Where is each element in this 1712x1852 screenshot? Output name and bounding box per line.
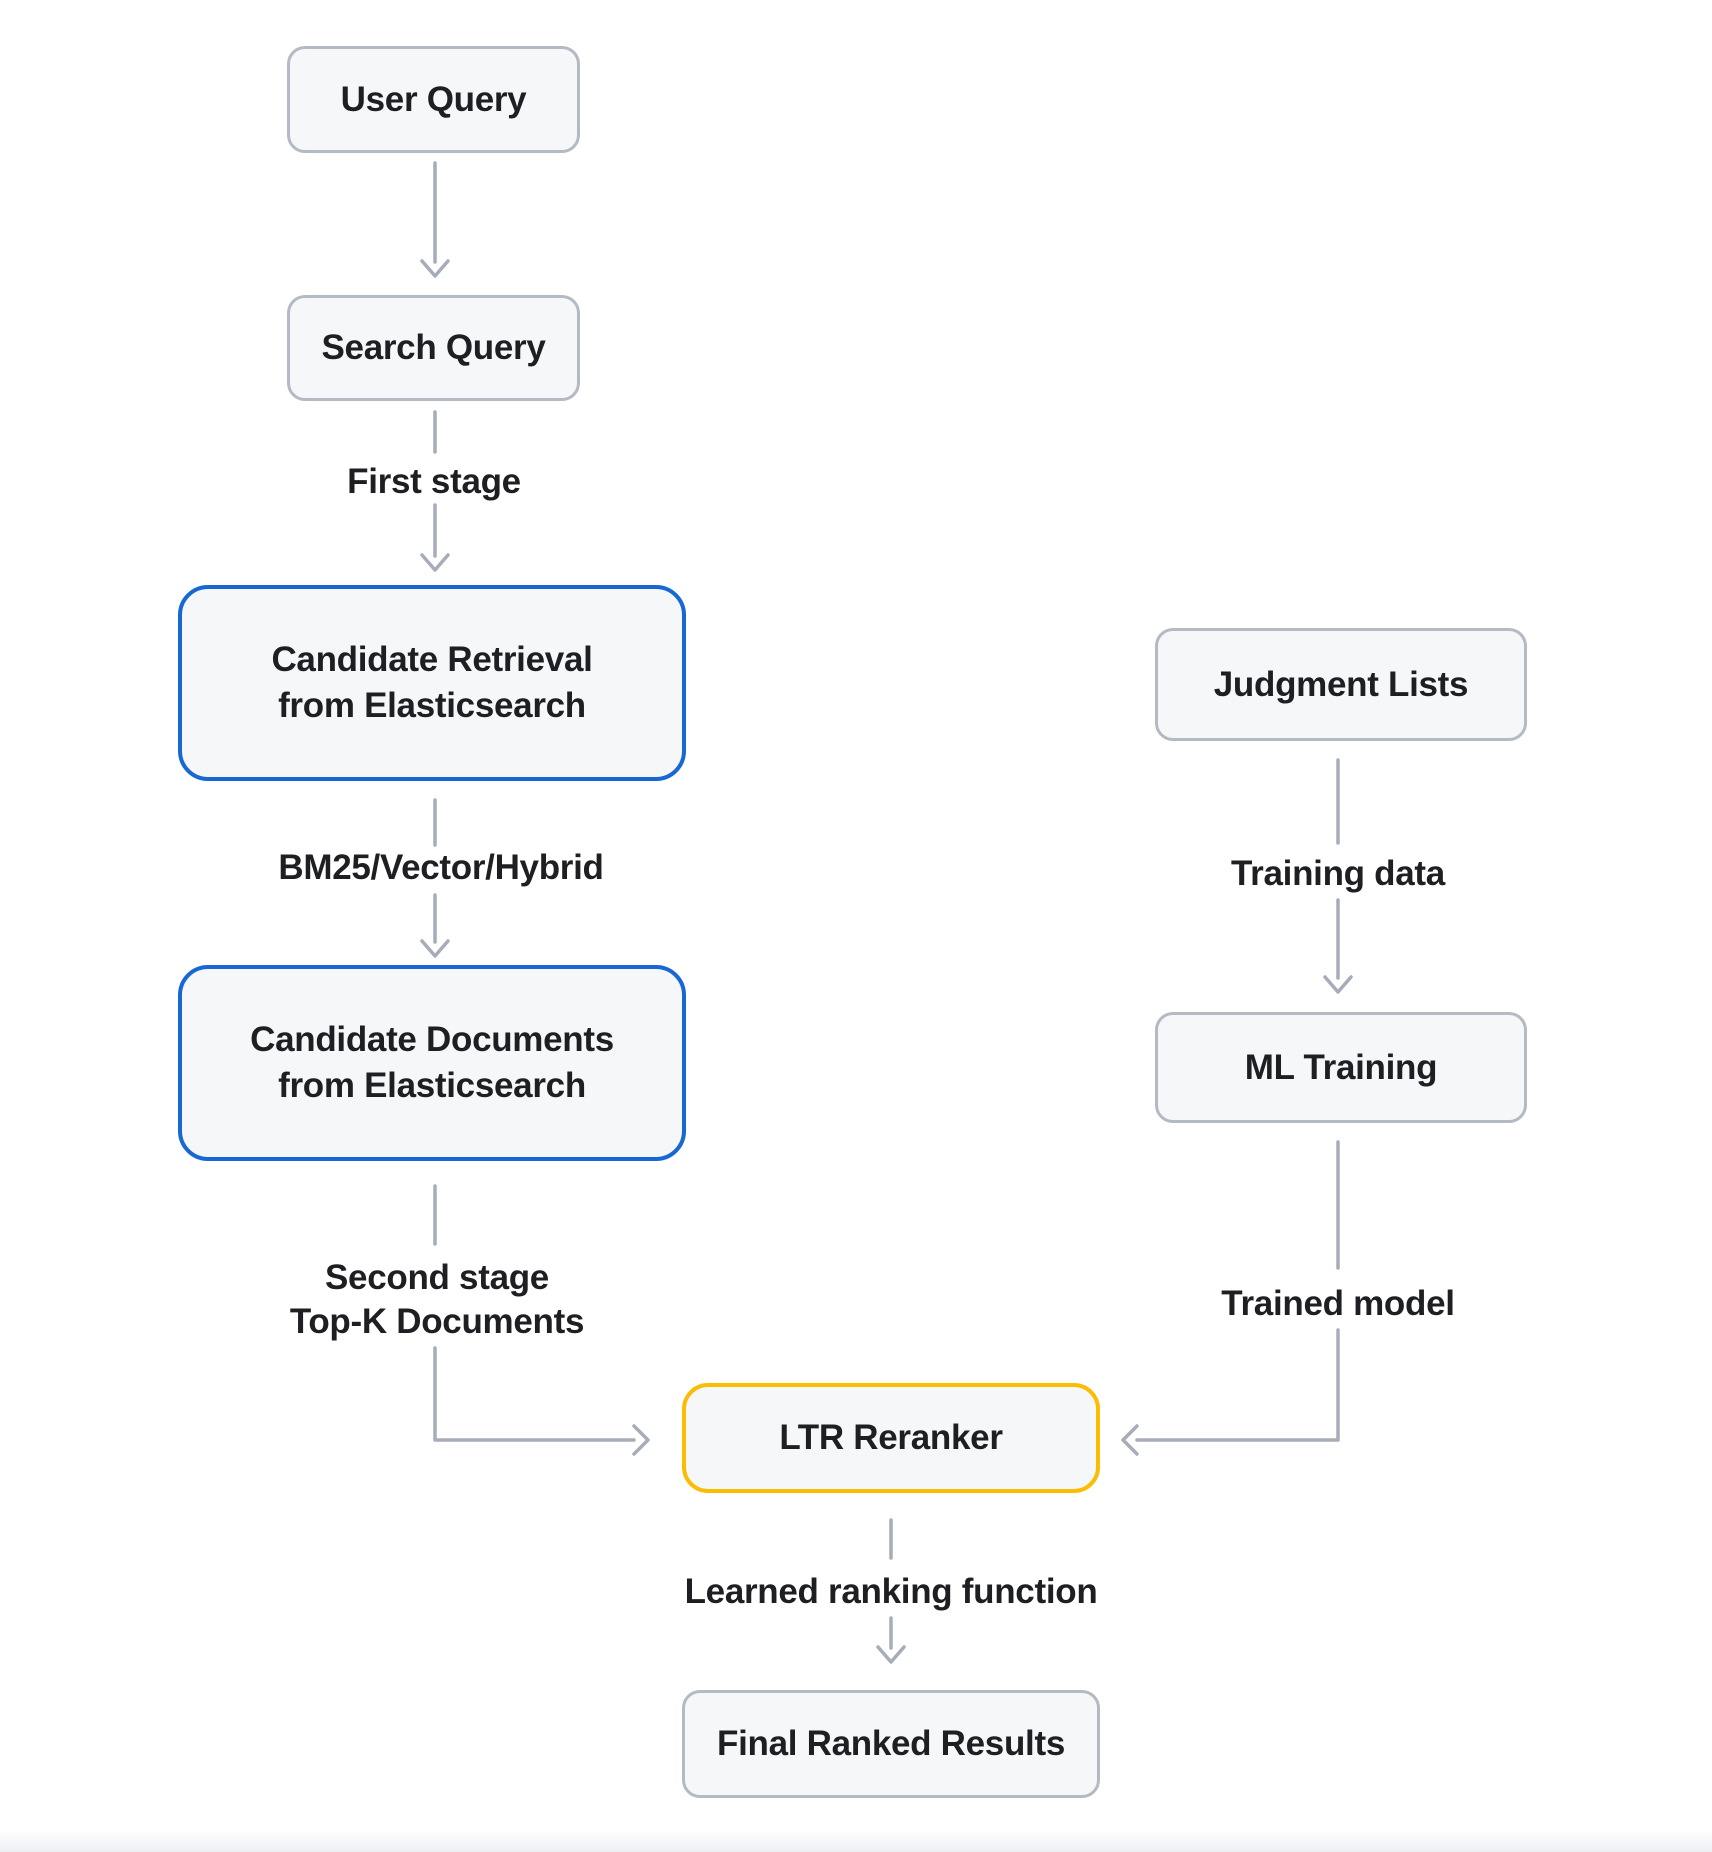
second-stage-topk-edge-label: Second stage Top-K Documents (289, 1258, 585, 1341)
judgment-lists-node: Judgment Lists (1155, 628, 1527, 741)
arrow-first-stage-to-candidate-retrieval (420, 503, 450, 572)
ltr-reranker-label: LTR Reranker (779, 1418, 1003, 1457)
arrow-user-query-to-search-query (420, 161, 450, 278)
user-query-label: User Query (340, 79, 527, 119)
search-query-label: Search Query (321, 328, 546, 367)
trained-model-edge-label: Trained model (1221, 1284, 1455, 1323)
candidate-documents-label: Candidate Documents from Elasticsearch (250, 1020, 614, 1105)
bm25-vector-hybrid-edge-label: BM25/Vector/Hybrid (278, 848, 604, 887)
ml-training-label: ML Training (1244, 1047, 1438, 1087)
final-ranked-results-node: Final Ranked Results (682, 1690, 1100, 1798)
bottom-gradient (0, 1830, 1712, 1852)
user-query-node: User Query (287, 46, 580, 153)
candidate-retrieval-label: Candidate Retrieval from Elasticsearch (271, 640, 593, 725)
learned-ranking-function-edge-label: Learned ranking function (684, 1572, 1098, 1611)
final-ranked-results-label: Final Ranked Results (717, 1724, 1065, 1763)
candidate-documents-node: Candidate Documents from Elasticsearch (178, 965, 686, 1161)
arrow-bm25-to-candidate-documents (420, 893, 450, 958)
ml-training-node: ML Training (1155, 1012, 1527, 1123)
first-stage-edge-label: First stage (347, 462, 521, 501)
arrow-second-stage-to-ltr-reranker (433, 1346, 650, 1456)
search-query-node: Search Query (287, 295, 580, 401)
candidate-retrieval-node: Candidate Retrieval from Elasticsearch (178, 585, 686, 781)
training-data-edge-label: Training data (1231, 854, 1445, 893)
arrow-training-data-to-ml-training (1323, 898, 1353, 994)
ltr-reranker-node: LTR Reranker (682, 1383, 1100, 1493)
arrow-trained-model-to-ltr-reranker (1121, 1328, 1340, 1456)
judgment-lists-label: Judgment Lists (1213, 664, 1469, 704)
arrow-learned-ranking-to-final-results (876, 1616, 906, 1664)
